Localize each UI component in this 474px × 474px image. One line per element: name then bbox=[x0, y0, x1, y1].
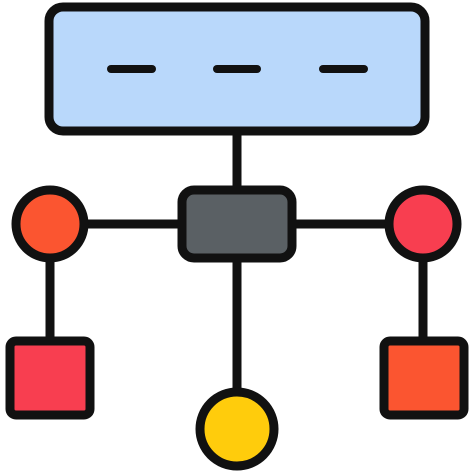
connector-lines bbox=[45, 127, 428, 399]
left-square-node bbox=[5, 336, 95, 420]
center-box-node bbox=[177, 185, 297, 263]
left-circle-node bbox=[11, 185, 89, 263]
right-circle-node bbox=[384, 185, 462, 263]
right-square-node bbox=[379, 336, 469, 420]
bottom-circle-node bbox=[195, 387, 279, 471]
